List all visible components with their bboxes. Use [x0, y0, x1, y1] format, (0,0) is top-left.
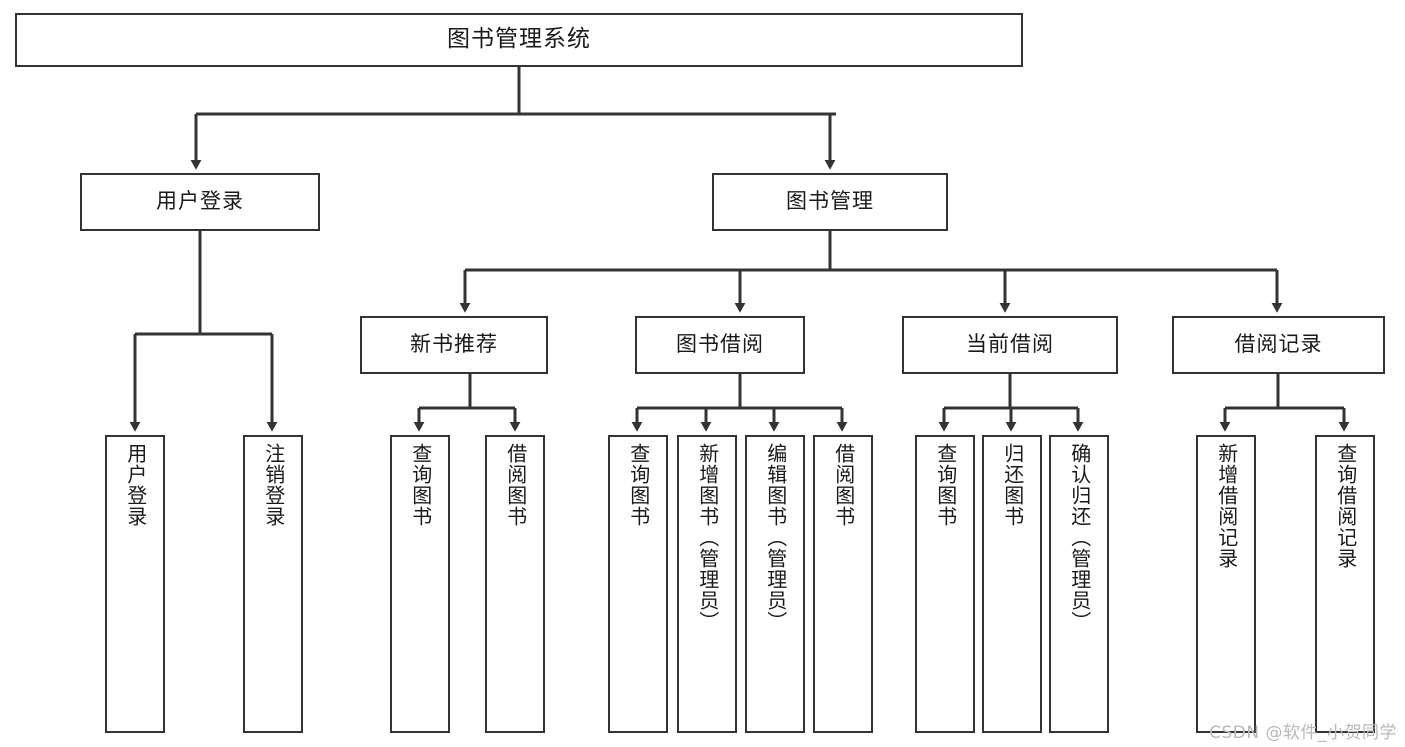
node-label: 借阅图书	[831, 443, 856, 527]
node-leaf-query-book-recommend[interactable]: 查询图书	[390, 435, 450, 733]
node-label: 用户登录	[156, 189, 244, 214]
node-book-borrow[interactable]: 图书借阅	[635, 316, 805, 374]
node-leaf-user-login[interactable]: 用户登录	[105, 435, 165, 733]
node-label: 确认归还（管理员）	[1067, 443, 1092, 632]
node-borrow-record[interactable]: 借阅记录	[1172, 316, 1385, 374]
node-label: 归还图书	[1000, 443, 1025, 527]
node-label: 查询图书	[626, 443, 651, 527]
node-label: 当前借阅	[966, 332, 1054, 357]
node-leaf-add-borrow-record[interactable]: 新增借阅记录	[1196, 435, 1256, 733]
node-leaf-return-book[interactable]: 归还图书	[982, 435, 1042, 733]
node-user-login[interactable]: 用户登录	[80, 173, 320, 231]
node-leaf-edit-book[interactable]: 编辑图书（管理员）	[745, 435, 805, 733]
node-label: 编辑图书（管理员）	[763, 443, 788, 632]
node-label: 用户登录	[123, 443, 148, 527]
node-leaf-add-book[interactable]: 新增图书（管理员）	[677, 435, 737, 733]
node-label: 新增借阅记录	[1214, 443, 1239, 569]
node-book-manage[interactable]: 图书管理	[712, 173, 948, 231]
node-label: 注销登录	[261, 443, 286, 527]
node-label: 图书管理	[786, 189, 874, 214]
node-leaf-query-book-borrow[interactable]: 查询图书	[608, 435, 668, 733]
node-leaf-query-borrow-record[interactable]: 查询借阅记录	[1315, 435, 1375, 733]
node-label: 图书管理系统	[447, 26, 591, 53]
node-label: 查询图书	[408, 443, 433, 527]
node-label: 借阅记录	[1234, 332, 1323, 357]
node-leaf-borrow-book-recommend[interactable]: 借阅图书	[485, 435, 545, 733]
node-leaf-query-book-current[interactable]: 查询图书	[915, 435, 975, 733]
node-label: 查询借阅记录	[1333, 443, 1358, 569]
node-root-system[interactable]: 图书管理系统	[15, 13, 1023, 67]
node-label: 新书推荐	[410, 332, 498, 357]
node-leaf-borrow-book[interactable]: 借阅图书	[813, 435, 873, 733]
node-label: 新增图书（管理员）	[695, 443, 720, 632]
node-leaf-logout-login[interactable]: 注销登录	[243, 435, 303, 733]
node-label: 图书借阅	[676, 332, 764, 357]
node-current-borrow[interactable]: 当前借阅	[902, 316, 1118, 374]
node-label: 借阅图书	[503, 443, 528, 527]
node-label: 查询图书	[933, 443, 958, 527]
node-new-book-recommend[interactable]: 新书推荐	[360, 316, 548, 374]
node-leaf-confirm-return[interactable]: 确认归还（管理员）	[1049, 435, 1109, 733]
